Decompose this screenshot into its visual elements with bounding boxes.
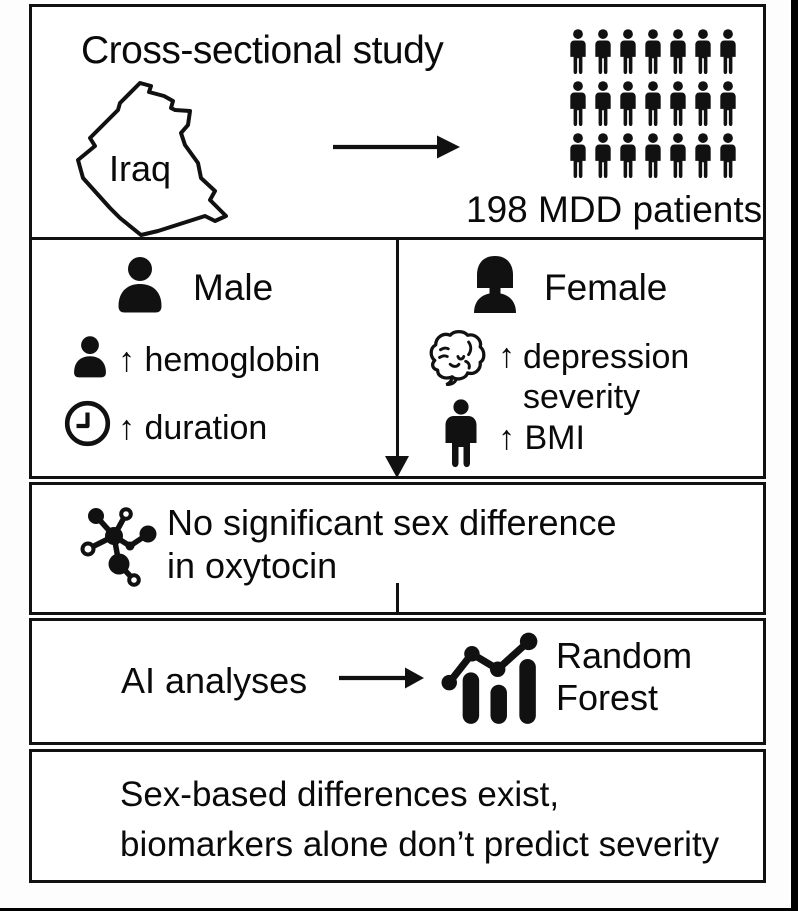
panel-conclusion: Sex-based differences exist, biomarkers …: [29, 749, 766, 883]
conclusion-line2: biomarkers alone don’t predict severity: [120, 825, 720, 865]
right-arrow-icon: [333, 135, 460, 159]
patient-pictogram: [595, 29, 611, 75]
patient-pictogram: [670, 29, 686, 75]
random-forest-line1: Random: [556, 635, 693, 676]
oxytocin-line2: in oxytocin: [167, 545, 338, 587]
female-heading: Female: [544, 267, 668, 308]
patient-pictogram: [695, 133, 711, 179]
patient-pictogram: [645, 133, 661, 179]
iraq-map-label: Iraq: [109, 148, 172, 189]
down-arrow-icon: [385, 456, 409, 478]
right-arrow-icon: [339, 667, 424, 689]
flow-connector-line: [396, 583, 399, 615]
iraq-map-icon: [76, 81, 228, 237]
patient-pictogram: [595, 133, 611, 179]
up-arrow-glyph: ↑: [498, 337, 515, 375]
depression-line2: severity: [523, 378, 641, 417]
screen-edge-bottom: [0, 908, 798, 911]
oxytocin-line1: No significant sex difference: [167, 502, 617, 543]
male-finding-duration: ↑ duration: [118, 409, 268, 447]
patient-pictogram: [670, 133, 686, 179]
patient-grid: [568, 29, 743, 185]
female-bust-icon: [474, 256, 516, 313]
patient-pictogram: [620, 133, 636, 179]
patient-pictogram: [570, 81, 586, 127]
person-bust-icon: [74, 336, 106, 378]
standing-person-icon: [445, 399, 477, 468]
patient-pictogram: [695, 81, 711, 127]
panel-study: Cross-sectional study Iraq: [29, 4, 766, 240]
panel-ai-analyses: AI analyses Random Forest: [29, 618, 766, 745]
male-finding-hemoglobin: ↑ hemoglobin: [118, 341, 321, 379]
patient-pictogram: [645, 81, 661, 127]
patient-pictogram: [695, 29, 711, 75]
ai-analyses-label: AI analyses: [121, 660, 308, 701]
patient-pictogram: [595, 81, 611, 127]
patients-count-label: 198 MDD patients: [466, 189, 763, 230]
male-bust-icon: [118, 257, 162, 313]
patient-pictogram: [570, 133, 586, 179]
patient-pictogram: [620, 81, 636, 127]
conclusion-line1: Sex-based differences exist,: [120, 775, 560, 814]
conclusion-text: Sex-based differences exist, biomarkers …: [120, 770, 719, 870]
study-title: Cross-sectional study: [81, 29, 444, 72]
female-finding-depression: ↑ depression severity: [498, 337, 689, 417]
patient-pictogram: [645, 29, 661, 75]
column-divider: [396, 237, 399, 458]
random-forest-label: Random Forest: [556, 635, 692, 719]
random-forest-line2: Forest: [556, 677, 659, 719]
patient-pictogram: [620, 29, 636, 75]
patient-pictogram: [720, 29, 736, 75]
male-heading: Male: [193, 267, 274, 308]
patient-pictogram: [720, 133, 736, 179]
brain-icon: [429, 329, 486, 386]
patient-pictogram: [720, 81, 736, 127]
female-finding-bmi: ↑ BMI: [498, 419, 585, 457]
depression-line1: depression: [523, 338, 690, 376]
oxytocin-text: No significant sex difference in oxytoci…: [167, 501, 617, 587]
patient-pictogram: [570, 29, 586, 75]
patient-pictogram: [670, 81, 686, 127]
clock-icon: [64, 400, 111, 447]
molecule-icon: [80, 507, 157, 587]
screen-edge-right: [791, 0, 798, 911]
bar-line-chart-icon: [441, 632, 538, 724]
